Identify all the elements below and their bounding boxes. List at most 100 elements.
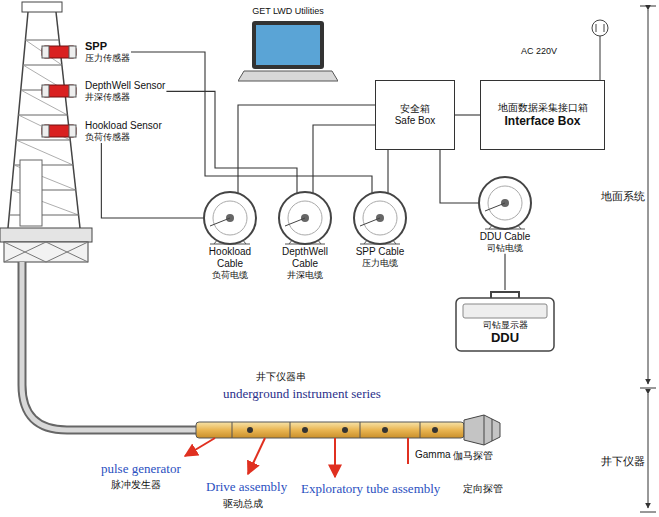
cable-wire	[504, 254, 505, 290]
section-bracket	[640, 6, 656, 512]
node-subtitle: 压力传感器	[84, 53, 131, 64]
reel-drum	[354, 192, 406, 244]
safe-box: 安全箱Safe Box	[375, 80, 455, 150]
node-title: SPP Cable	[345, 246, 415, 258]
reel-crank	[210, 218, 230, 226]
downhole-tool	[196, 415, 500, 445]
node-title: Hookload Sensor	[84, 120, 163, 132]
ddu-handle	[491, 292, 519, 298]
cable-wire	[387, 150, 388, 193]
part-label: underground instrument series	[222, 386, 382, 402]
node-subtitle: 司钻电缆	[470, 243, 540, 254]
sensor-body	[42, 46, 76, 58]
downhole-tool	[420, 422, 421, 438]
power-plug	[600, 36, 601, 80]
node-subtitle: 负荷电缆	[195, 270, 265, 281]
node-subtitle: DDU	[491, 330, 519, 346]
sensor-cap	[42, 85, 49, 97]
power-plug	[592, 20, 608, 36]
sensor-icon	[40, 123, 80, 139]
node-title: 司钻显示器	[483, 320, 528, 331]
part-label: Gamma	[414, 449, 452, 461]
node-subtitle: 井深电缆	[270, 270, 340, 281]
downhole-tool	[360, 422, 361, 438]
sensor-body	[42, 85, 76, 97]
power-plug	[592, 20, 608, 80]
cable-wire	[131, 52, 372, 193]
reel-drum	[279, 192, 331, 244]
part-pointer	[407, 438, 409, 464]
drill-string	[22, 262, 200, 430]
downhole-tool	[342, 427, 348, 433]
part-label: 驱动总成	[222, 498, 264, 510]
depth-sensor: DepthWell Sensor井深传感器	[40, 80, 166, 103]
part-pointer	[185, 438, 408, 477]
reel-icon	[200, 190, 260, 246]
reel-crank	[285, 218, 305, 226]
section-bracket	[640, 512, 656, 513]
sensor-text: DepthWell Sensor井深传感器	[84, 80, 166, 103]
pressure-sensor: SPP压力传感器	[40, 40, 131, 64]
sensor-icon	[40, 44, 80, 60]
cable-reel: SPP Cable压力电缆	[345, 190, 415, 269]
laptop-icon	[238, 19, 338, 85]
part-label: 定向探管	[462, 483, 504, 495]
derrick	[4, 242, 88, 262]
section-bracket	[640, 6, 656, 7]
node-title: Hookload Cable	[195, 246, 265, 270]
cable-wire	[313, 125, 375, 193]
cable-wire	[455, 114, 480, 115]
node-subtitle: 压力电缆	[345, 258, 415, 269]
node-title: 地面数据采集接口箱	[498, 102, 588, 114]
sensor-icon	[40, 83, 80, 99]
software-laptop: GET LWD Utilities	[228, 6, 348, 85]
downhole-tool	[247, 427, 253, 433]
reel-icon	[275, 190, 335, 246]
node-title: DDU Cable	[470, 231, 540, 243]
part-label: 脉冲发生器	[110, 479, 162, 491]
cable-wire	[101, 143, 204, 218]
cable-wire	[166, 91, 297, 193]
driller-display: 司钻显示器DDU	[455, 290, 555, 352]
drill-string	[22, 262, 200, 430]
node-title: 安全箱	[400, 103, 430, 115]
downhole-tool	[464, 415, 500, 445]
sensor-cap	[42, 125, 49, 137]
section-bracket	[648, 10, 649, 384]
derrick	[22, 2, 62, 12]
part-label: Drive assembly	[205, 479, 288, 495]
downhole-tool	[382, 427, 388, 433]
reel-drum	[479, 177, 531, 229]
derrick-brace	[16, 140, 70, 141]
power-plug	[596, 24, 604, 32]
derrick-brace	[25, 40, 59, 41]
downhole-tool	[432, 427, 438, 433]
node-subtitle: 负荷传感器	[84, 132, 163, 143]
downhole-tool	[196, 422, 464, 438]
sensor-text: SPP压力传感器	[84, 40, 131, 64]
derrick	[0, 2, 92, 262]
part-label: 伽马探管	[452, 450, 494, 462]
laptop-screen	[256, 25, 320, 65]
sensor-cap	[69, 125, 76, 137]
sensor-cap	[69, 85, 76, 97]
part-pointer	[185, 438, 215, 456]
node-subtitle: 井深传感器	[84, 92, 166, 103]
ddu-panel	[463, 304, 547, 318]
downhole-tool	[290, 422, 291, 438]
reel-crank	[485, 203, 505, 211]
part-pointer	[334, 438, 336, 477]
drill-string	[22, 262, 200, 430]
part-label: AC 220V	[520, 46, 558, 57]
reel-icon	[475, 175, 535, 231]
sensor-text: Hookload Sensor负荷传感器	[84, 120, 163, 143]
part-label: 井下仪器	[600, 455, 646, 468]
part-pointer	[248, 438, 265, 474]
interface-box: 地面数据采集接口箱Interface Box	[480, 80, 605, 150]
part-label: pulse generator	[100, 461, 182, 477]
derrick	[56, 12, 80, 228]
derrick-brace	[23, 65, 62, 66]
hookload-sensor: Hookload Sensor负荷传感器	[40, 120, 163, 143]
sensor-cap	[69, 46, 76, 58]
